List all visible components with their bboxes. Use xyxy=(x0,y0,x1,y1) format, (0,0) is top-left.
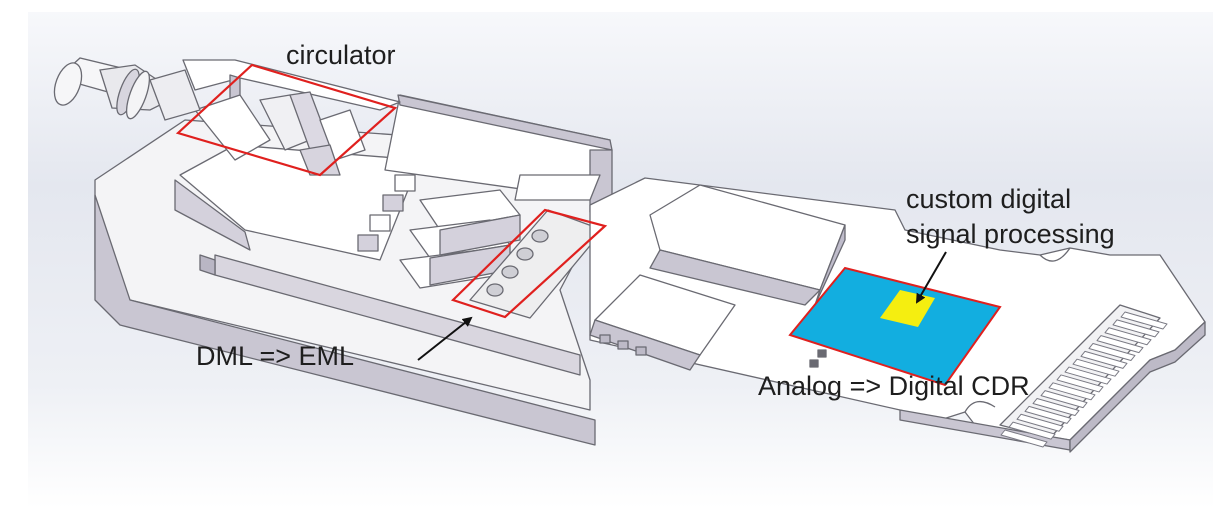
edge-finger xyxy=(1040,390,1088,409)
edge-finger xyxy=(1072,358,1120,377)
edge-finger xyxy=(1120,311,1168,330)
label-cdr: Analog => Digital CDR xyxy=(758,371,1030,401)
label-dml-eml: DML => EML xyxy=(196,341,355,371)
housing xyxy=(94,59,613,446)
edge-finger xyxy=(1064,366,1112,385)
dml-eml-arrow xyxy=(417,316,473,361)
label-dsp-line2: signal processing xyxy=(906,219,1115,249)
edge-finger xyxy=(1104,327,1152,346)
edge-finger xyxy=(1080,350,1128,369)
edge-finger xyxy=(1024,405,1072,424)
eml-highlight-box xyxy=(450,208,608,319)
label-dsp-line1: custom digital xyxy=(906,184,1072,214)
edge-finger xyxy=(1048,382,1096,401)
edge-finger xyxy=(1008,421,1056,440)
edge-finger xyxy=(1088,342,1136,361)
edge-connector-fingers xyxy=(1000,311,1168,448)
circulator-highlight-box xyxy=(175,63,398,177)
cdr-asic-area xyxy=(788,266,1002,387)
edge-finger xyxy=(1000,429,1048,448)
edge-finger xyxy=(1112,319,1160,338)
fiber-connector xyxy=(53,57,201,121)
dsp-arrow xyxy=(915,251,947,304)
edge-finger xyxy=(1056,374,1104,393)
edge-finger xyxy=(1096,335,1144,354)
edge-finger xyxy=(1016,413,1064,432)
label-circulator: circulator xyxy=(286,40,396,70)
edge-finger xyxy=(1032,398,1080,417)
